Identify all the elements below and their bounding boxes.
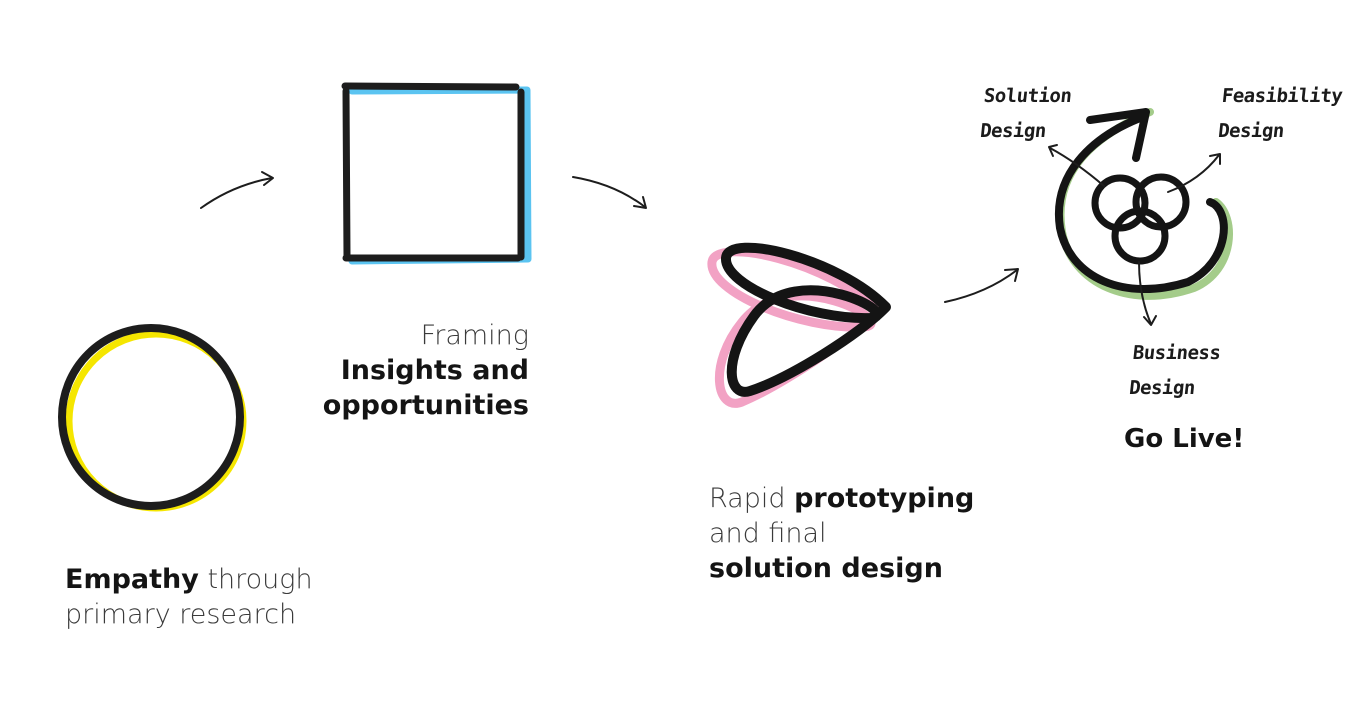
prototyping-bold-text: prototyping	[794, 483, 975, 514]
arrow-prototyping-to-golive	[944, 268, 1019, 303]
framing-line-3: opportunities	[290, 388, 529, 423]
solution-design-label: Solution Design	[978, 79, 1073, 149]
arrow-to-feasibility-design	[1167, 153, 1221, 193]
solution-label-line-2: Design	[979, 120, 1048, 142]
prototyping-regular-text: Rapid	[709, 483, 795, 514]
empathy-caption: Empathy through primary research	[65, 562, 313, 632]
golive-spiral-venn-icon	[1054, 108, 1233, 300]
golive-title: Go Live!	[1124, 424, 1245, 454]
feasibility-label-line-2: Design	[1217, 120, 1286, 142]
prototyping-caption: Rapid prototyping and final solution des…	[709, 481, 974, 586]
empathy-bold-text: Empathy	[65, 564, 199, 595]
arrow-to-business-design	[1138, 261, 1157, 326]
prototyping-line-2: and final	[709, 516, 974, 551]
framing-caption: Framing Insights and opportunities	[290, 318, 529, 423]
business-label-line-1: Business	[1131, 342, 1222, 364]
framing-square-icon	[341, 82, 532, 265]
business-design-label: Business Design	[1127, 336, 1222, 406]
arrow-empathy-to-framing	[200, 171, 274, 209]
feasibility-label-line-1: Feasibility	[1220, 85, 1344, 107]
empathy-circle-icon	[58, 324, 247, 512]
prototyping-regular-text: and final	[709, 518, 827, 549]
empathy-regular-text: through	[198, 564, 313, 595]
business-label-line-2: Design	[1128, 377, 1197, 399]
framing-line-1: Framing	[290, 318, 529, 353]
framing-bold-text: Insights and	[340, 355, 529, 386]
empathy-line-1: Empathy through	[65, 562, 313, 597]
arrow-framing-to-prototyping	[572, 176, 647, 209]
empathy-line-2: primary research	[65, 597, 313, 632]
framing-regular-text: Framing	[420, 320, 529, 351]
prototyping-bold-text: solution design	[709, 553, 943, 584]
framing-line-2: Insights and	[290, 353, 529, 388]
solution-label-line-1: Solution	[982, 85, 1073, 107]
empathy-regular-text: primary research	[65, 599, 297, 630]
prototyping-line-3: solution design	[709, 551, 974, 586]
arrow-to-solution-design	[1048, 144, 1105, 187]
framing-bold-text: opportunities	[322, 390, 529, 421]
prototyping-loop-icon	[707, 242, 891, 408]
feasibility-design-label: Feasibility Design	[1216, 79, 1344, 149]
prototyping-line-1: Rapid prototyping	[709, 481, 974, 516]
